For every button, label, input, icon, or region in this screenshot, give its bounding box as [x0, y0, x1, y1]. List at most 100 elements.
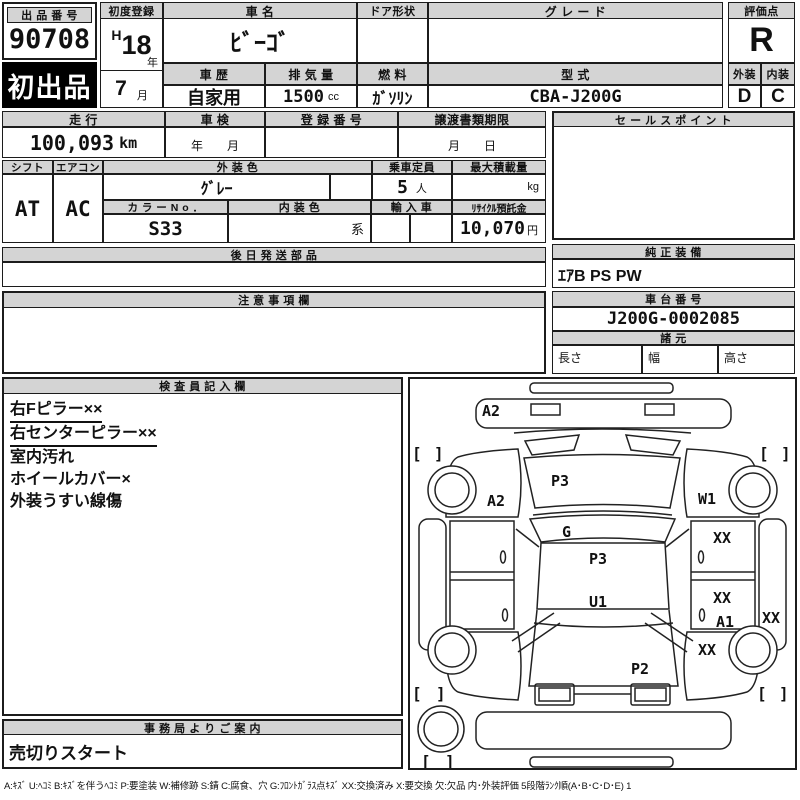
spare-tire-inner	[423, 711, 459, 747]
first-listing-badge: 初出品	[2, 62, 97, 108]
mark-right-front-fender: W1	[698, 490, 716, 508]
mark-left-front-fender: A2	[487, 492, 505, 510]
left-c-pillar	[511, 612, 555, 642]
roof-panel	[536, 542, 670, 610]
right-rear-door-handle	[698, 608, 706, 622]
fuel-label: 燃 料	[357, 63, 428, 85]
first-reg-year: 18	[121, 29, 152, 60]
inspector-note: 右センターピラー××	[4, 423, 399, 447]
displacement-unit: cc	[327, 90, 339, 103]
specs-label: 諸 元	[552, 331, 795, 345]
headlight-right	[624, 434, 682, 456]
car-diagram-box: [] [] [] [] [] A2 A2 P3 W1 G XX P3 U1 XX…	[408, 377, 797, 771]
front-strip	[529, 382, 674, 394]
shift-value: AT	[2, 174, 53, 243]
left-a-pillar	[515, 528, 540, 548]
right-c-pillar	[650, 612, 694, 642]
headlight-left	[523, 434, 581, 456]
left-rear-door-handle	[501, 608, 509, 622]
bracket-icon: ]	[434, 444, 444, 463]
front-bumper-detail-left	[530, 403, 561, 416]
recycle-label: ﾘｻｲｸﾙ預託金	[452, 200, 546, 214]
right-rear-fender	[683, 631, 760, 701]
hood-front-edge	[513, 428, 692, 434]
office-label: 事 務 局 よ り ご 案 内	[3, 720, 402, 735]
int-color-label: 内 装 色	[228, 200, 371, 214]
mark-right-front-door: XX	[713, 529, 731, 547]
mark-hood: P3	[551, 472, 569, 490]
rear-bumper	[475, 711, 732, 750]
front-right-wheel-inner	[735, 472, 771, 508]
mark-roof-rear: U1	[589, 593, 607, 611]
jack-point-brackets: [] [] [] [] []	[412, 444, 791, 771]
ext-color-value: ｸﾞﾚｰ	[103, 174, 330, 200]
tailgate	[528, 609, 679, 687]
transfer-docs-value: 月 日	[398, 127, 546, 158]
mark-tailgate: P2	[631, 660, 649, 678]
mark-windshield: G	[562, 523, 571, 541]
lot-number: 90708	[8, 24, 91, 55]
left-rear-fender	[445, 631, 522, 701]
bracket-icon: [	[412, 684, 422, 703]
mark-front-bumper: A2	[482, 402, 500, 420]
capacity-label: 乗車定員	[372, 160, 452, 174]
import-cell-2	[410, 214, 452, 243]
grade-value	[428, 18, 723, 63]
caution-box: 注 意 事 項 欄	[2, 291, 546, 374]
chassis-number: J200G-0002085	[552, 307, 795, 331]
later-parts-label: 後 日 発 送 部 品	[2, 247, 546, 262]
inspection-label: 車 検	[165, 111, 265, 127]
reg-number-label: 登 録 番 号	[265, 111, 398, 127]
inspection-value: 年 月	[165, 127, 265, 158]
mileage-value: 100,093 km	[2, 127, 165, 158]
exterior-grade: D	[728, 85, 761, 108]
bracket-icon: ]	[779, 684, 789, 703]
inspector-note: 外装うすい線傷	[10, 493, 123, 510]
front-left-wheel-inner	[434, 472, 470, 508]
front-bumper	[475, 398, 732, 429]
windshield	[528, 514, 677, 543]
mileage-number: 100,093	[29, 130, 115, 155]
cowl-line	[532, 510, 673, 516]
history-label: 車 歴	[163, 63, 265, 85]
displacement-label: 排 気 量	[265, 63, 357, 85]
width-label: 幅	[642, 345, 718, 374]
capacity-unit: 人	[415, 183, 427, 195]
office-value: 売切りスタート	[9, 744, 128, 763]
rear-glass-line	[533, 622, 674, 628]
length-label: 長さ	[552, 345, 642, 374]
right-front-door-handle	[697, 550, 705, 564]
inspector-note: ホイールカバー×	[10, 471, 131, 488]
history-value: 自家用	[163, 85, 265, 108]
bracket-icon: [	[759, 444, 769, 463]
model-value: CBA-J200G	[428, 85, 723, 108]
hood-panel	[523, 453, 681, 509]
rear-left-wheel-inner	[434, 632, 470, 668]
transfer-docs-label: 譲渡書類期限	[398, 111, 546, 127]
left-doors	[449, 520, 515, 630]
mark-right-rear-door: XX	[713, 589, 731, 607]
color-no-value: S33	[103, 214, 228, 243]
shift-label: シフト	[2, 160, 53, 174]
car-diagram: [] [] [] [] [] A2 A2 P3 W1 G XX P3 U1 XX…	[412, 382, 791, 771]
first-reg-month: 7	[115, 77, 127, 100]
aircon-label: エアコン	[53, 160, 103, 174]
height-label: 高さ	[718, 345, 795, 374]
inspector-notes: 右Fピラー×× 右センターピラー×× 室内汚れ ホイールカバー× 外装うすい線傷	[4, 399, 399, 513]
sales-point-label: セ ー ル ス ポ イ ン ト	[553, 112, 794, 127]
bracket-icon: [	[421, 752, 431, 768]
mark-right-rear-door-lower: A1	[716, 613, 734, 631]
front-bumper-detail-right	[644, 403, 675, 416]
ext-color-label: 外 装 色	[103, 160, 372, 174]
ext-color-code2-cell	[330, 174, 372, 200]
color-no-label: カ ラ ー N o ．	[103, 200, 228, 214]
interior-grade: C	[761, 85, 795, 108]
max-load-label: 最大積載量	[452, 160, 546, 174]
max-load-unit: kg	[527, 181, 539, 193]
taillight-left-inner	[538, 687, 571, 702]
mileage-unit: km	[119, 133, 138, 152]
right-c-pillar	[644, 622, 688, 653]
taillight-right-inner	[634, 687, 667, 702]
mark-right-rear-fender: XX	[698, 641, 716, 659]
